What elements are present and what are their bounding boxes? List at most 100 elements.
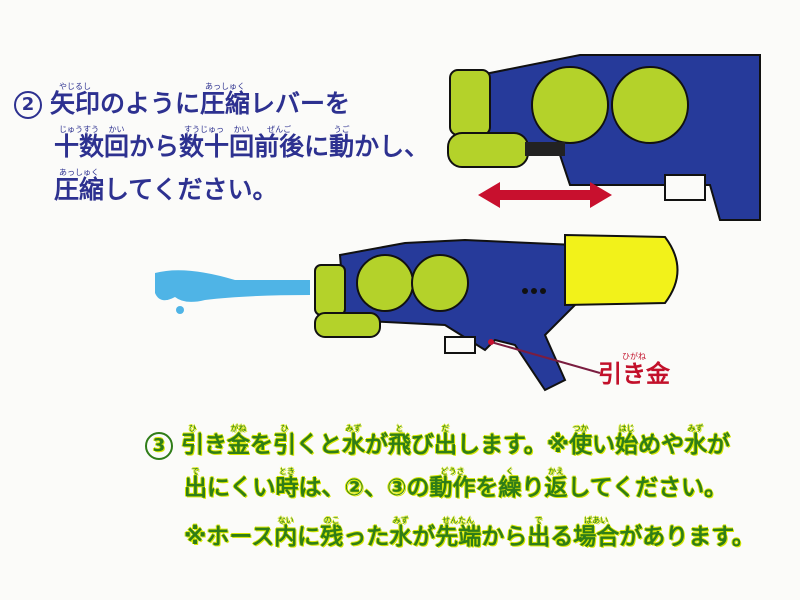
text-segment: 出で xyxy=(527,516,551,550)
furigana: とき xyxy=(275,467,299,476)
text-segment: 動作どうさ xyxy=(429,467,476,501)
text-segment: 先端せんたん xyxy=(435,516,482,550)
step2-line-2: 十数じゅうすう回かいから数十すうじゅっ回かい前後ぜんごに動うごかし、 xyxy=(54,125,429,163)
furigana: ばあい xyxy=(573,516,620,525)
furigana: みず xyxy=(342,424,365,433)
furigana: かい xyxy=(104,125,130,134)
text-segment: は、②、③の xyxy=(298,475,430,501)
trigger-label-ruby: ひがね xyxy=(598,352,670,361)
text-segment: 引ひ xyxy=(181,424,204,458)
water-spray xyxy=(155,270,310,302)
text-segment: 金がね xyxy=(227,424,250,458)
water-tank xyxy=(564,233,679,307)
text-segment: から xyxy=(129,132,180,161)
text-segment: 場合ばあい xyxy=(573,516,620,550)
furigana: ぜんご xyxy=(254,125,305,134)
text-segment: 動うご xyxy=(329,125,355,161)
text-segment: が xyxy=(365,432,388,458)
text-segment: 飛と xyxy=(388,424,411,458)
double-arrow-icon xyxy=(478,182,612,208)
text-segment: った xyxy=(343,524,390,550)
text-segment: 圧縮あっしゅく xyxy=(200,82,251,118)
text-segment: に xyxy=(304,132,330,161)
water-gun-compression-illustration xyxy=(447,54,761,221)
text-segment: 引ひ xyxy=(273,424,296,458)
text-segment: 数十すうじゅっ xyxy=(179,125,230,161)
text-segment: 出だ xyxy=(434,424,457,458)
step2-number: 2 xyxy=(14,91,42,119)
text-segment: る xyxy=(550,524,574,550)
water-gun-firing-illustration xyxy=(155,233,679,392)
text-segment: 十数じゅうすう xyxy=(54,125,105,161)
furigana: と xyxy=(388,424,411,433)
furigana: どうさ xyxy=(429,467,476,476)
text-segment: 使つか xyxy=(569,424,593,458)
text-segment: 内ない xyxy=(274,516,298,550)
text-segment: が xyxy=(707,432,731,458)
text-segment: 水みず xyxy=(342,424,365,458)
text-segment: します。※ xyxy=(457,432,570,458)
text-segment: 水みず xyxy=(389,516,413,550)
furigana: かえ xyxy=(544,467,568,476)
text-segment: 始はじ xyxy=(615,424,639,458)
trigger-label: 引き金ひがね xyxy=(598,352,670,389)
furigana: で xyxy=(527,516,551,525)
furigana: のこ xyxy=(320,516,344,525)
furigana: かい xyxy=(229,125,255,134)
text-segment: き xyxy=(204,432,227,458)
furigana: みず xyxy=(389,516,413,525)
furigana: ひ xyxy=(181,424,204,433)
text-segment: 圧縮あっしゅく xyxy=(54,168,105,204)
text-segment: ※ホース xyxy=(184,524,275,550)
text-segment: 残のこ xyxy=(320,516,344,550)
step3-number: 3 xyxy=(145,431,173,460)
step2-line-3: 圧縮あっしゅくしてください。 xyxy=(54,168,278,206)
text-segment: レバーを xyxy=(250,89,351,118)
furigana: じゅうすう xyxy=(54,125,104,134)
step3-line-3: ※ホース内ないに残のこった水みずが先端せんたんから出でる場合ばあいがあります。 xyxy=(184,516,755,551)
step2-line-1: 2 矢印やじるしのように圧縮あっしゅくレバーを xyxy=(14,82,350,120)
text-segment: が xyxy=(412,524,436,550)
furigana: みず xyxy=(684,424,708,433)
furigana: うご xyxy=(329,125,355,134)
text-segment: 時とき xyxy=(275,467,299,501)
furigana: ひ xyxy=(273,424,296,433)
text-segment: してください。 xyxy=(104,175,278,204)
text-segment: 回かい xyxy=(229,125,255,161)
text-segment: があります。 xyxy=(619,524,755,550)
text-segment: めや xyxy=(638,432,685,458)
text-segment: かし、 xyxy=(354,132,430,161)
furigana: く xyxy=(498,467,522,476)
text-segment: 水みず xyxy=(684,424,708,458)
furigana: つか xyxy=(569,424,593,433)
furigana: ない xyxy=(274,516,298,525)
furigana: せんたん xyxy=(435,516,482,525)
text-segment: び xyxy=(411,432,434,458)
furigana: で xyxy=(184,467,207,476)
text-segment: に xyxy=(297,524,321,550)
text-segment: にくい xyxy=(207,475,276,501)
furigana: がね xyxy=(227,424,250,433)
pump-lever xyxy=(447,132,529,168)
nozzle xyxy=(449,69,491,136)
text-segment: 前後ぜんご xyxy=(254,125,305,161)
text-segment: を xyxy=(475,475,499,501)
text-segment: を xyxy=(250,432,273,458)
text-segment: のように xyxy=(100,89,201,118)
furigana: あっしゅく xyxy=(200,82,251,91)
text-segment: 回かい xyxy=(104,125,130,161)
furigana: すうじゅっ xyxy=(179,125,230,134)
furigana: あっしゅく xyxy=(54,168,104,177)
text-segment: い xyxy=(592,432,616,458)
furigana: やじるし xyxy=(50,82,100,91)
text-segment: くと xyxy=(296,432,342,458)
step3-line-2: 出でにくい時ときは、②、③の動作どうさを繰くり返かえしてください。 xyxy=(184,467,727,502)
text-segment: り xyxy=(521,475,545,501)
text-segment: 繰く xyxy=(498,467,522,501)
text-segment: 出で xyxy=(184,467,207,501)
furigana: だ xyxy=(434,424,457,433)
text-segment: 返かえ xyxy=(544,467,568,501)
text-segment: 矢印やじるし xyxy=(50,82,101,118)
trigger-label-text: 引き金 xyxy=(598,360,670,388)
